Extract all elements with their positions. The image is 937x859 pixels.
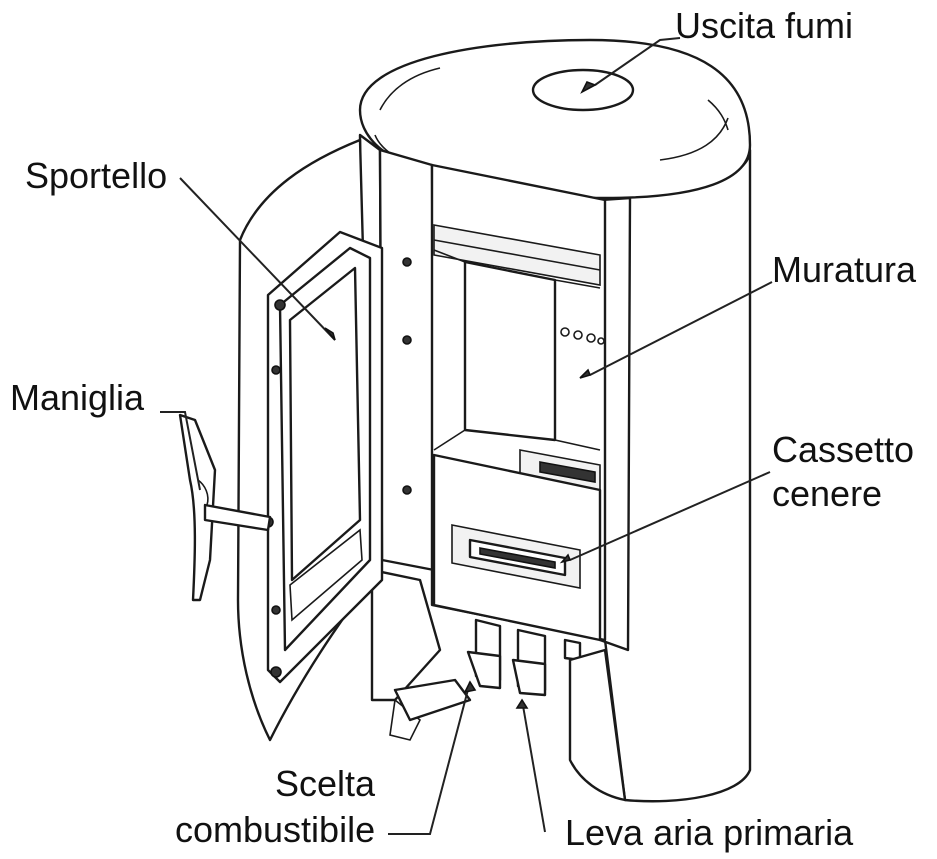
label-maniglia: Maniglia: [10, 377, 145, 418]
stove-body: [358, 38, 752, 803]
label-uscita-fumi: Uscita fumi: [675, 5, 853, 46]
primary-air-lever: [511, 658, 547, 697]
label-scelta-combustibile-line1: Scelta: [275, 763, 376, 804]
leader-lines: [160, 37, 773, 835]
label-scelta-combustibile-line2: combustibile: [175, 809, 375, 850]
leader-scelta: [388, 681, 471, 835]
leader-muratura: [589, 281, 773, 376]
leader-cassetto: [569, 471, 771, 561]
leader-maniglia: [160, 411, 201, 491]
leader-uscita-fumi: [594, 37, 681, 86]
door-handle: [178, 413, 217, 602]
label-muratura: Muratura: [772, 249, 917, 290]
label-cassetto-cenere-line2: cenere: [772, 473, 882, 514]
label-leva-aria-primaria: Leva aria primaria: [565, 812, 854, 853]
leader-sportello: [179, 177, 336, 341]
fuel-selector-lever: [466, 650, 502, 690]
labels: Uscita fumi Sportello Muratura Maniglia …: [10, 5, 917, 853]
label-cassetto-cenere-line1: Cassetto: [772, 429, 914, 470]
door-glass: [288, 266, 362, 582]
door: [178, 138, 384, 742]
firebox-back-wall: [463, 260, 557, 442]
leader-leva: [521, 699, 546, 833]
label-sportello: Sportello: [25, 155, 167, 196]
